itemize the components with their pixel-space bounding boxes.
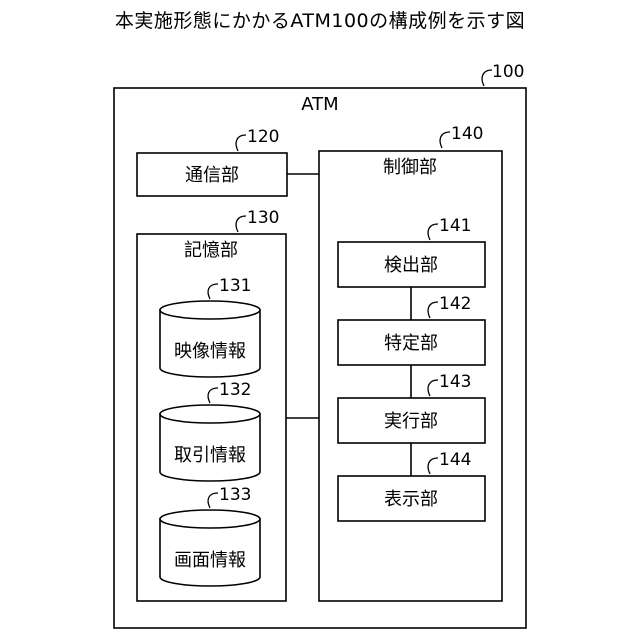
storage-ref: 130 [247,208,279,228]
storage-label: 記憶部 [184,240,238,261]
database-ref: 133 [219,485,251,505]
unit-label: 検出部 [384,255,438,276]
communication-ref: 120 [247,127,279,147]
database-ref: 132 [219,380,251,400]
atm-ref: 100 [492,62,524,82]
database-ref: 131 [219,276,251,296]
database-label: 取引情報 [174,445,246,466]
unit-ref: 142 [439,294,471,314]
unit-ref: 144 [439,450,471,470]
atm-ref-leader [482,70,492,86]
control-label: 制御部 [383,157,437,178]
unit-ref: 141 [439,216,471,236]
control-ref: 140 [451,124,483,144]
database-label: 映像情報 [174,341,246,362]
unit-label: 表示部 [384,489,438,510]
database-label: 画面情報 [174,550,246,571]
unit-label: 特定部 [384,333,438,354]
communication-label: 通信部 [185,165,239,186]
atm-label: ATM [301,94,338,115]
unit-label: 実行部 [384,411,438,432]
unit-ref: 143 [439,372,471,392]
